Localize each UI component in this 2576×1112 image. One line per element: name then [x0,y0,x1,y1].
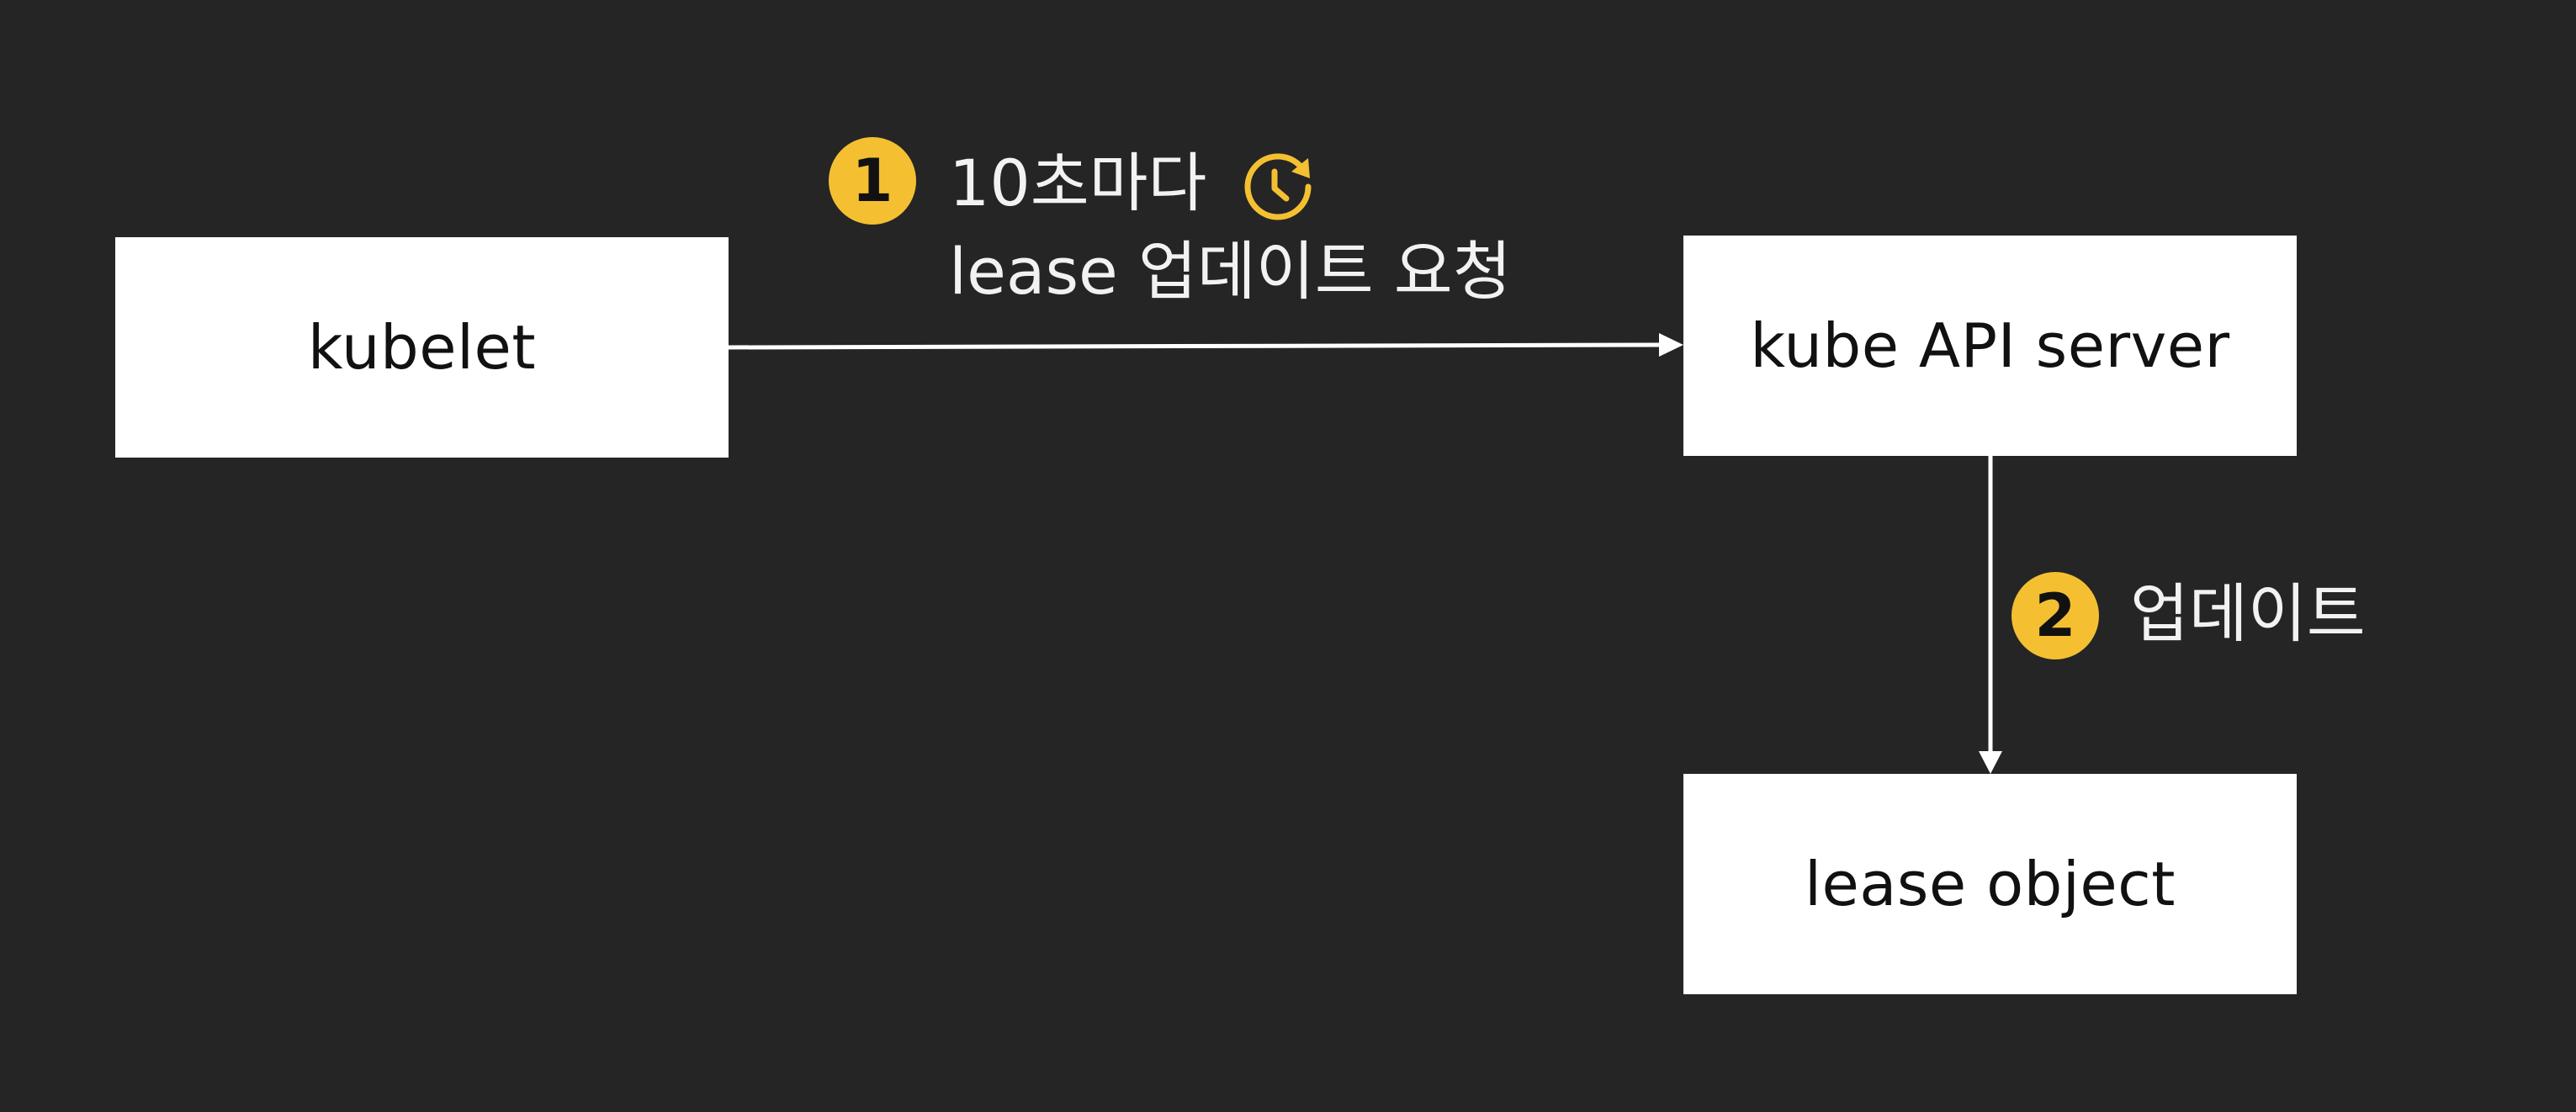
clock-refresh-icon [1244,153,1312,220]
step-2-update-label: 업데이트 [2130,576,2366,651]
kube-api-server-node: kube API server [1683,236,2297,456]
step-2-number: 2 [2034,581,2076,650]
step-1-badge: 1 [829,137,916,225]
kubelet-node: kubelet [115,237,729,458]
lease-object-label: lease object [1805,849,2176,919]
arrowhead-to-api [1659,333,1683,357]
step-2-badge: 2 [2012,572,2099,659]
step-1-number: 1 [851,146,893,215]
lease-object-node: lease object [1683,774,2297,994]
step-1-request-label: lease 업데이트 요청 [949,234,1512,309]
step-1-interval-label: 10초마다 [949,146,1207,220]
kubelet-label: kubelet [307,312,537,383]
kube-api-server-label: kube API server [1750,310,2230,381]
arrow-kubelet-to-api [728,342,1660,350]
arrowhead-to-lease [1979,751,2002,774]
